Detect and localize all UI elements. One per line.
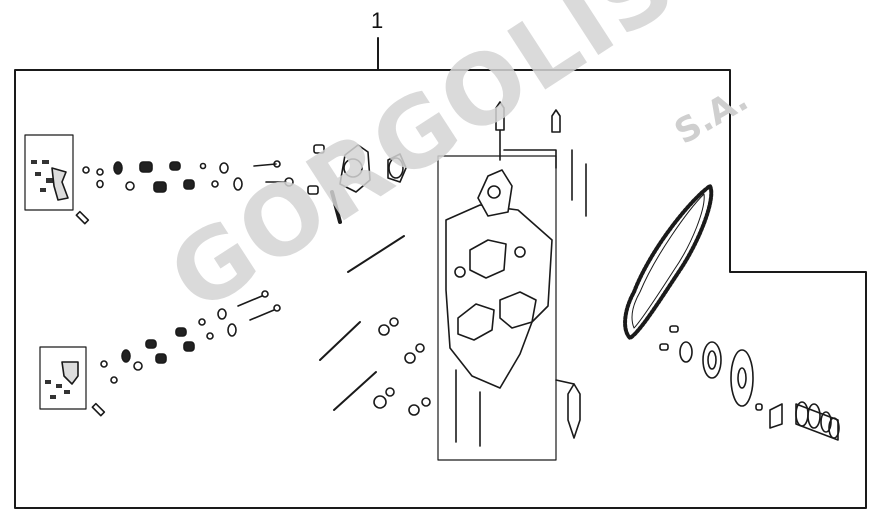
bottom-plug (555, 379, 581, 439)
upper-cover-parts (307, 144, 407, 224)
lower-rocker-detail (39, 346, 87, 410)
lower-valve-parts (91, 290, 281, 417)
upper-valve-parts (75, 160, 294, 225)
camshaft (795, 401, 840, 441)
part-callout-number: 1 (371, 8, 384, 33)
cam-parts (659, 325, 840, 441)
washers-nuts (373, 317, 431, 416)
top-sensor (495, 101, 505, 161)
timing-chain (623, 184, 714, 340)
top-plug (551, 109, 561, 133)
upper-rocker-detail (24, 134, 74, 211)
assembly-outline (14, 69, 867, 509)
cylinder-head-studs (319, 235, 405, 411)
cylinder-head-block (437, 149, 587, 461)
